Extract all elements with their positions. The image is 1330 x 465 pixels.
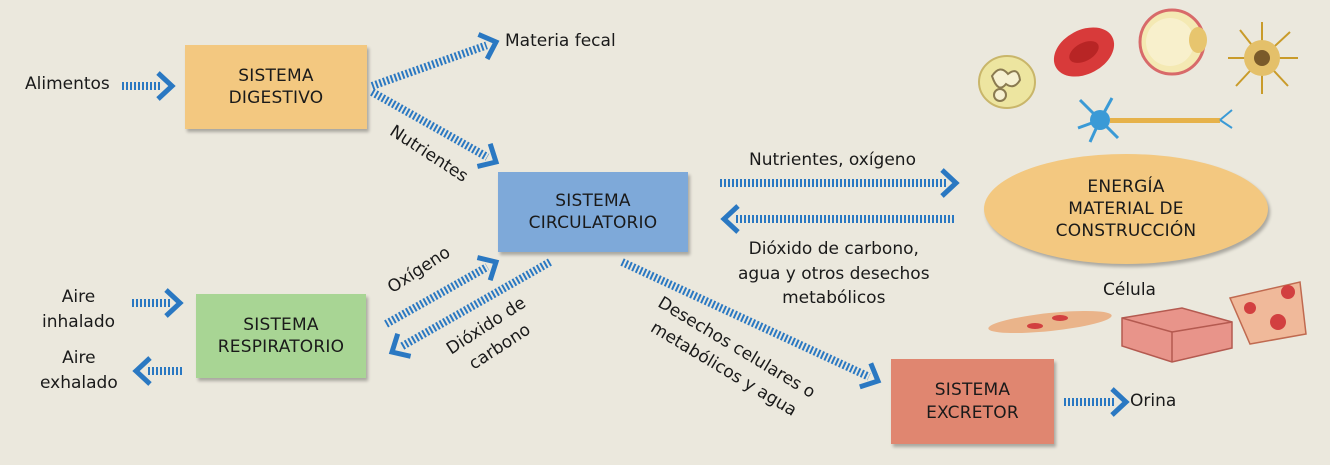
urine-label: Orina (1130, 391, 1177, 411)
exhaled-air-label: Aire exhalado (40, 348, 118, 393)
co2-water-waste-label: Dióxido de carbono, agua y otros desecho… (738, 239, 930, 309)
co2-arrow (388, 258, 552, 359)
food-label: Alimentos (25, 74, 110, 94)
respiratory-system-box: SISTEMA RESPIRATORIO (196, 294, 366, 378)
digestive-system-box: SISTEMA DIGESTIVO (185, 45, 367, 129)
cell-energy-label: ENERGÍA MATERIAL DE CONSTRUCCIÓN (1055, 176, 1197, 242)
waste-to-excretory-arrow (620, 258, 882, 390)
digestive-system-label: SISTEMA DIGESTIVO (228, 65, 324, 108)
cell-label: Célula (1103, 280, 1156, 300)
nutrients-oxygen-label: Nutrientes, oxígeno (749, 150, 916, 170)
circulatory-system-box: SISTEMA CIRCULATORIO (498, 172, 688, 252)
inhaled-air-arrow (132, 288, 184, 318)
cell-illustrations-icon (978, 8, 1298, 143)
arrows-layer (122, 32, 1130, 417)
fecal-arrow (370, 32, 500, 90)
urine-arrow (1064, 387, 1130, 417)
excretory-system-box: SISTEMA EXCRETOR (891, 359, 1054, 444)
nutrients-arrow (370, 88, 500, 169)
oxygen-arrow (384, 255, 500, 328)
circulatory-system-label: SISTEMA CIRCULATORIO (528, 190, 658, 233)
exhaled-air-arrow (132, 356, 182, 386)
cell-energy-ellipse: ENERGÍA MATERIAL DE CONSTRUCCIÓN (984, 154, 1268, 264)
fecal-matter-label: Materia fecal (505, 31, 616, 51)
co2-waste-arrow (720, 204, 954, 234)
nutrients-oxygen-arrow (720, 168, 960, 198)
respiratory-system-label: SISTEMA RESPIRATORIO (217, 314, 345, 357)
inhaled-air-label: Aire inhalado (42, 287, 116, 332)
tissue-illustrations-icon (988, 281, 1307, 363)
food-arrow (122, 71, 176, 101)
excretory-system-label: SISTEMA EXCRETOR (926, 380, 1019, 423)
